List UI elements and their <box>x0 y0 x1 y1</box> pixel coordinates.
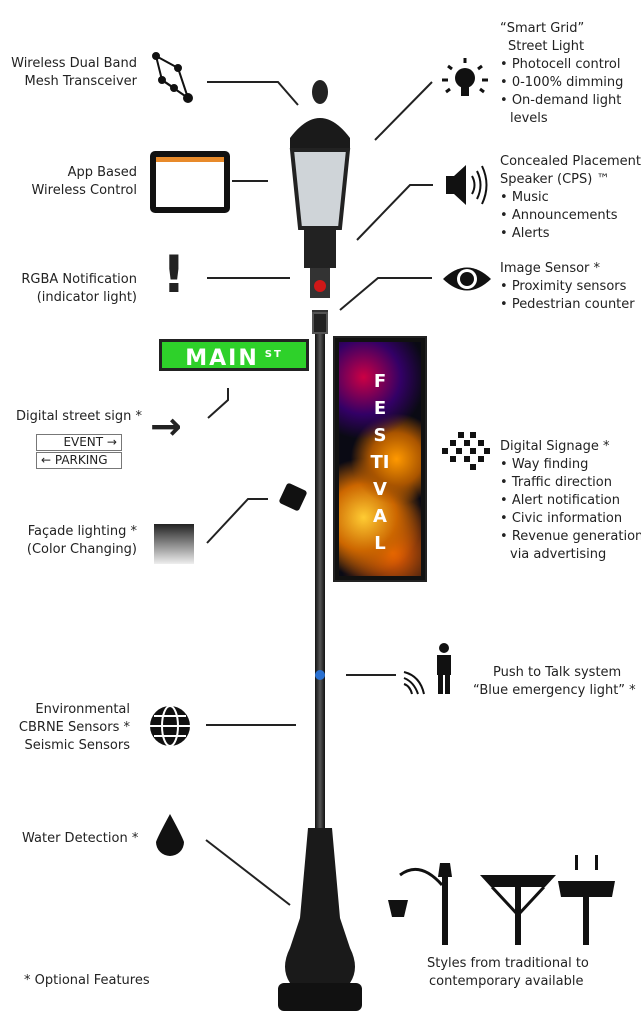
text-line: Wireless Dual Band <box>11 56 137 71</box>
text-line: Digital Signage * <box>500 439 610 454</box>
text-line: Civic information <box>500 510 641 528</box>
text-line: contemporary available <box>429 974 584 989</box>
image-sensor-device <box>312 312 328 334</box>
street-name: MAIN <box>185 346 259 371</box>
text-line: “Blue emergency light” * <box>473 683 636 698</box>
banner-text: FESTIVAL <box>370 371 390 554</box>
text-line: Way finding <box>500 456 641 474</box>
text-line: Façade lighting * <box>27 524 137 539</box>
arrow-right-icon: → <box>150 404 182 448</box>
text-line: Street Light <box>508 39 585 54</box>
smart-grid-label: “Smart Grid” Street LightPhotocell contro… <box>500 20 623 128</box>
parking-sign: ← PARKING <box>36 452 122 469</box>
text-line: Speaker (CPS) ™ <box>500 172 610 187</box>
mesh-network-icon <box>152 52 193 103</box>
street-light-pole <box>278 80 362 1011</box>
text-line: (Color Changing) <box>26 542 137 557</box>
street-suffix: ST <box>264 349 283 360</box>
text-line: “Smart Grid” <box>500 21 585 36</box>
text-line: CBRNE Sensors * <box>18 720 130 735</box>
optional-footnote: * Optional Features <box>24 973 150 988</box>
text-line: 0-100% dimming <box>500 74 624 92</box>
push-to-talk-person-icon <box>403 643 451 695</box>
lamp-styles-illustration <box>388 855 615 945</box>
text-line: via advertising <box>510 547 607 562</box>
globe-icon <box>150 705 190 747</box>
text-line: Alerts <box>500 225 641 243</box>
facade-label: Façade lighting * (Color Changing) <box>27 523 137 559</box>
text-line: Alert notification <box>500 492 641 510</box>
text-line: Traffic direction <box>500 474 641 492</box>
digital-signage-banner: FESTIVAL <box>333 336 427 582</box>
text-line: On-demand light <box>500 92 623 110</box>
push-to-talk-label: Push to Talk system “Blue emergency light… <box>473 664 636 700</box>
exclamation-icon: ! <box>162 245 186 305</box>
text-line: Concealed Placement <box>500 154 641 169</box>
color-gradient-icon <box>154 524 194 564</box>
text-line: Seismic Sensors <box>24 738 130 753</box>
event-sign: EVENT → <box>36 434 122 451</box>
text-line: Wireless Control <box>31 183 137 198</box>
text-line: Pedestrian counter <box>500 296 635 314</box>
text-line: RGBA Notification <box>21 272 137 287</box>
digital-sign-label: Digital street sign * <box>16 409 142 424</box>
speaker-icon <box>446 165 488 205</box>
text-line: Revenue generation <box>500 528 641 546</box>
water-label: Water Detection * <box>22 831 139 846</box>
eye-icon <box>443 267 491 291</box>
pixel-signage-icon <box>442 432 490 470</box>
water-drop-icon <box>156 814 184 856</box>
image-sensor-label: Image Sensor * Proximity sensorsPedestria… <box>500 260 635 314</box>
styles-label: Styles from traditional to contemporary a… <box>427 955 589 991</box>
light-bulb-icon <box>442 58 488 96</box>
text-line: Music <box>500 189 641 207</box>
text-line: Image Sensor * <box>500 261 601 276</box>
text-line: App Based <box>67 165 137 180</box>
digital-signage-label: Digital Signage * Way findingTraffic dire… <box>500 438 641 564</box>
text-line: Announcements <box>500 207 641 225</box>
text-line: Styles from traditional to <box>427 956 589 971</box>
text-line: Photocell control <box>500 56 623 74</box>
text-line: (indicator light) <box>36 290 137 305</box>
text-line: levels <box>510 111 548 126</box>
text-line: Push to Talk system <box>493 665 622 680</box>
facade-light-fixture <box>279 483 307 511</box>
main-street-sign: MAIN ST <box>159 339 309 371</box>
tablet-icon <box>150 151 230 213</box>
rgba-label: RGBA Notification (indicator light) <box>21 271 137 307</box>
text-line: Proximity sensors <box>500 278 635 296</box>
text-line: Mesh Transceiver <box>24 74 137 89</box>
text-line: Environmental <box>35 702 130 717</box>
